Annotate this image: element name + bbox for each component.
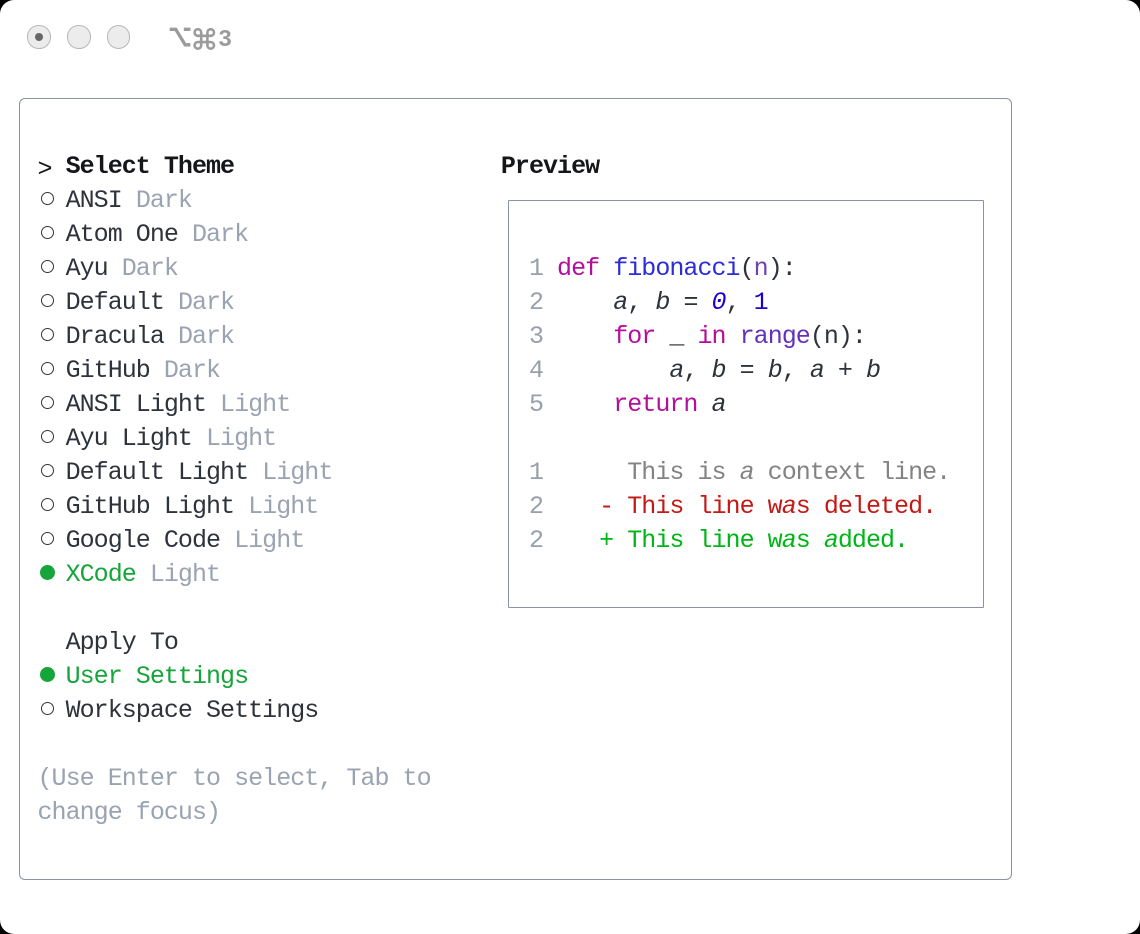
svg-text:3: 3 (219, 25, 232, 51)
